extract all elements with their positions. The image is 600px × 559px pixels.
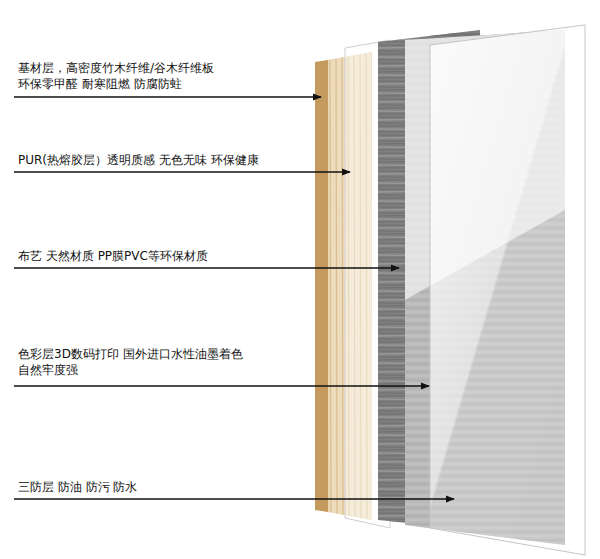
- protect-layer: [430, 25, 585, 555]
- brush-texture: [378, 29, 480, 30]
- layer-callout: 布艺 天然材质 PP膜PVC等环保材质: [18, 248, 338, 264]
- wood-grain: [338, 50, 339, 525]
- brush-texture: [378, 33, 480, 34]
- print-texture: [405, 27, 565, 28]
- wood-grain: [334, 50, 335, 525]
- wood-grain: [342, 50, 343, 525]
- leader-arrow: [14, 171, 350, 172]
- wood-grain: [336, 50, 337, 525]
- leader-arrow: [14, 267, 399, 268]
- layer-callout: 基材层，高密度竹木纤维/谷木纤维板 环保零甲醛 耐寒阻燃 防腐防蛀: [18, 60, 258, 92]
- layer-callout: PUR(热熔胶层）透明质感 无色无味 环保健康: [18, 152, 338, 168]
- leader-arrow: [14, 96, 321, 97]
- leader-arrow: [14, 498, 454, 499]
- layer-callout: 色彩层3D数码打印 国外进口水性油墨着色 自然牢度强: [18, 346, 268, 378]
- wood-grain: [330, 50, 331, 525]
- leader-arrow: [14, 385, 429, 386]
- wood-grain: [340, 50, 341, 525]
- layer-callout: 三防层 防油 防污 防水: [18, 479, 298, 495]
- wood-edge: [315, 60, 328, 512]
- brush-texture: [378, 35, 480, 36]
- wood-grain: [332, 50, 333, 525]
